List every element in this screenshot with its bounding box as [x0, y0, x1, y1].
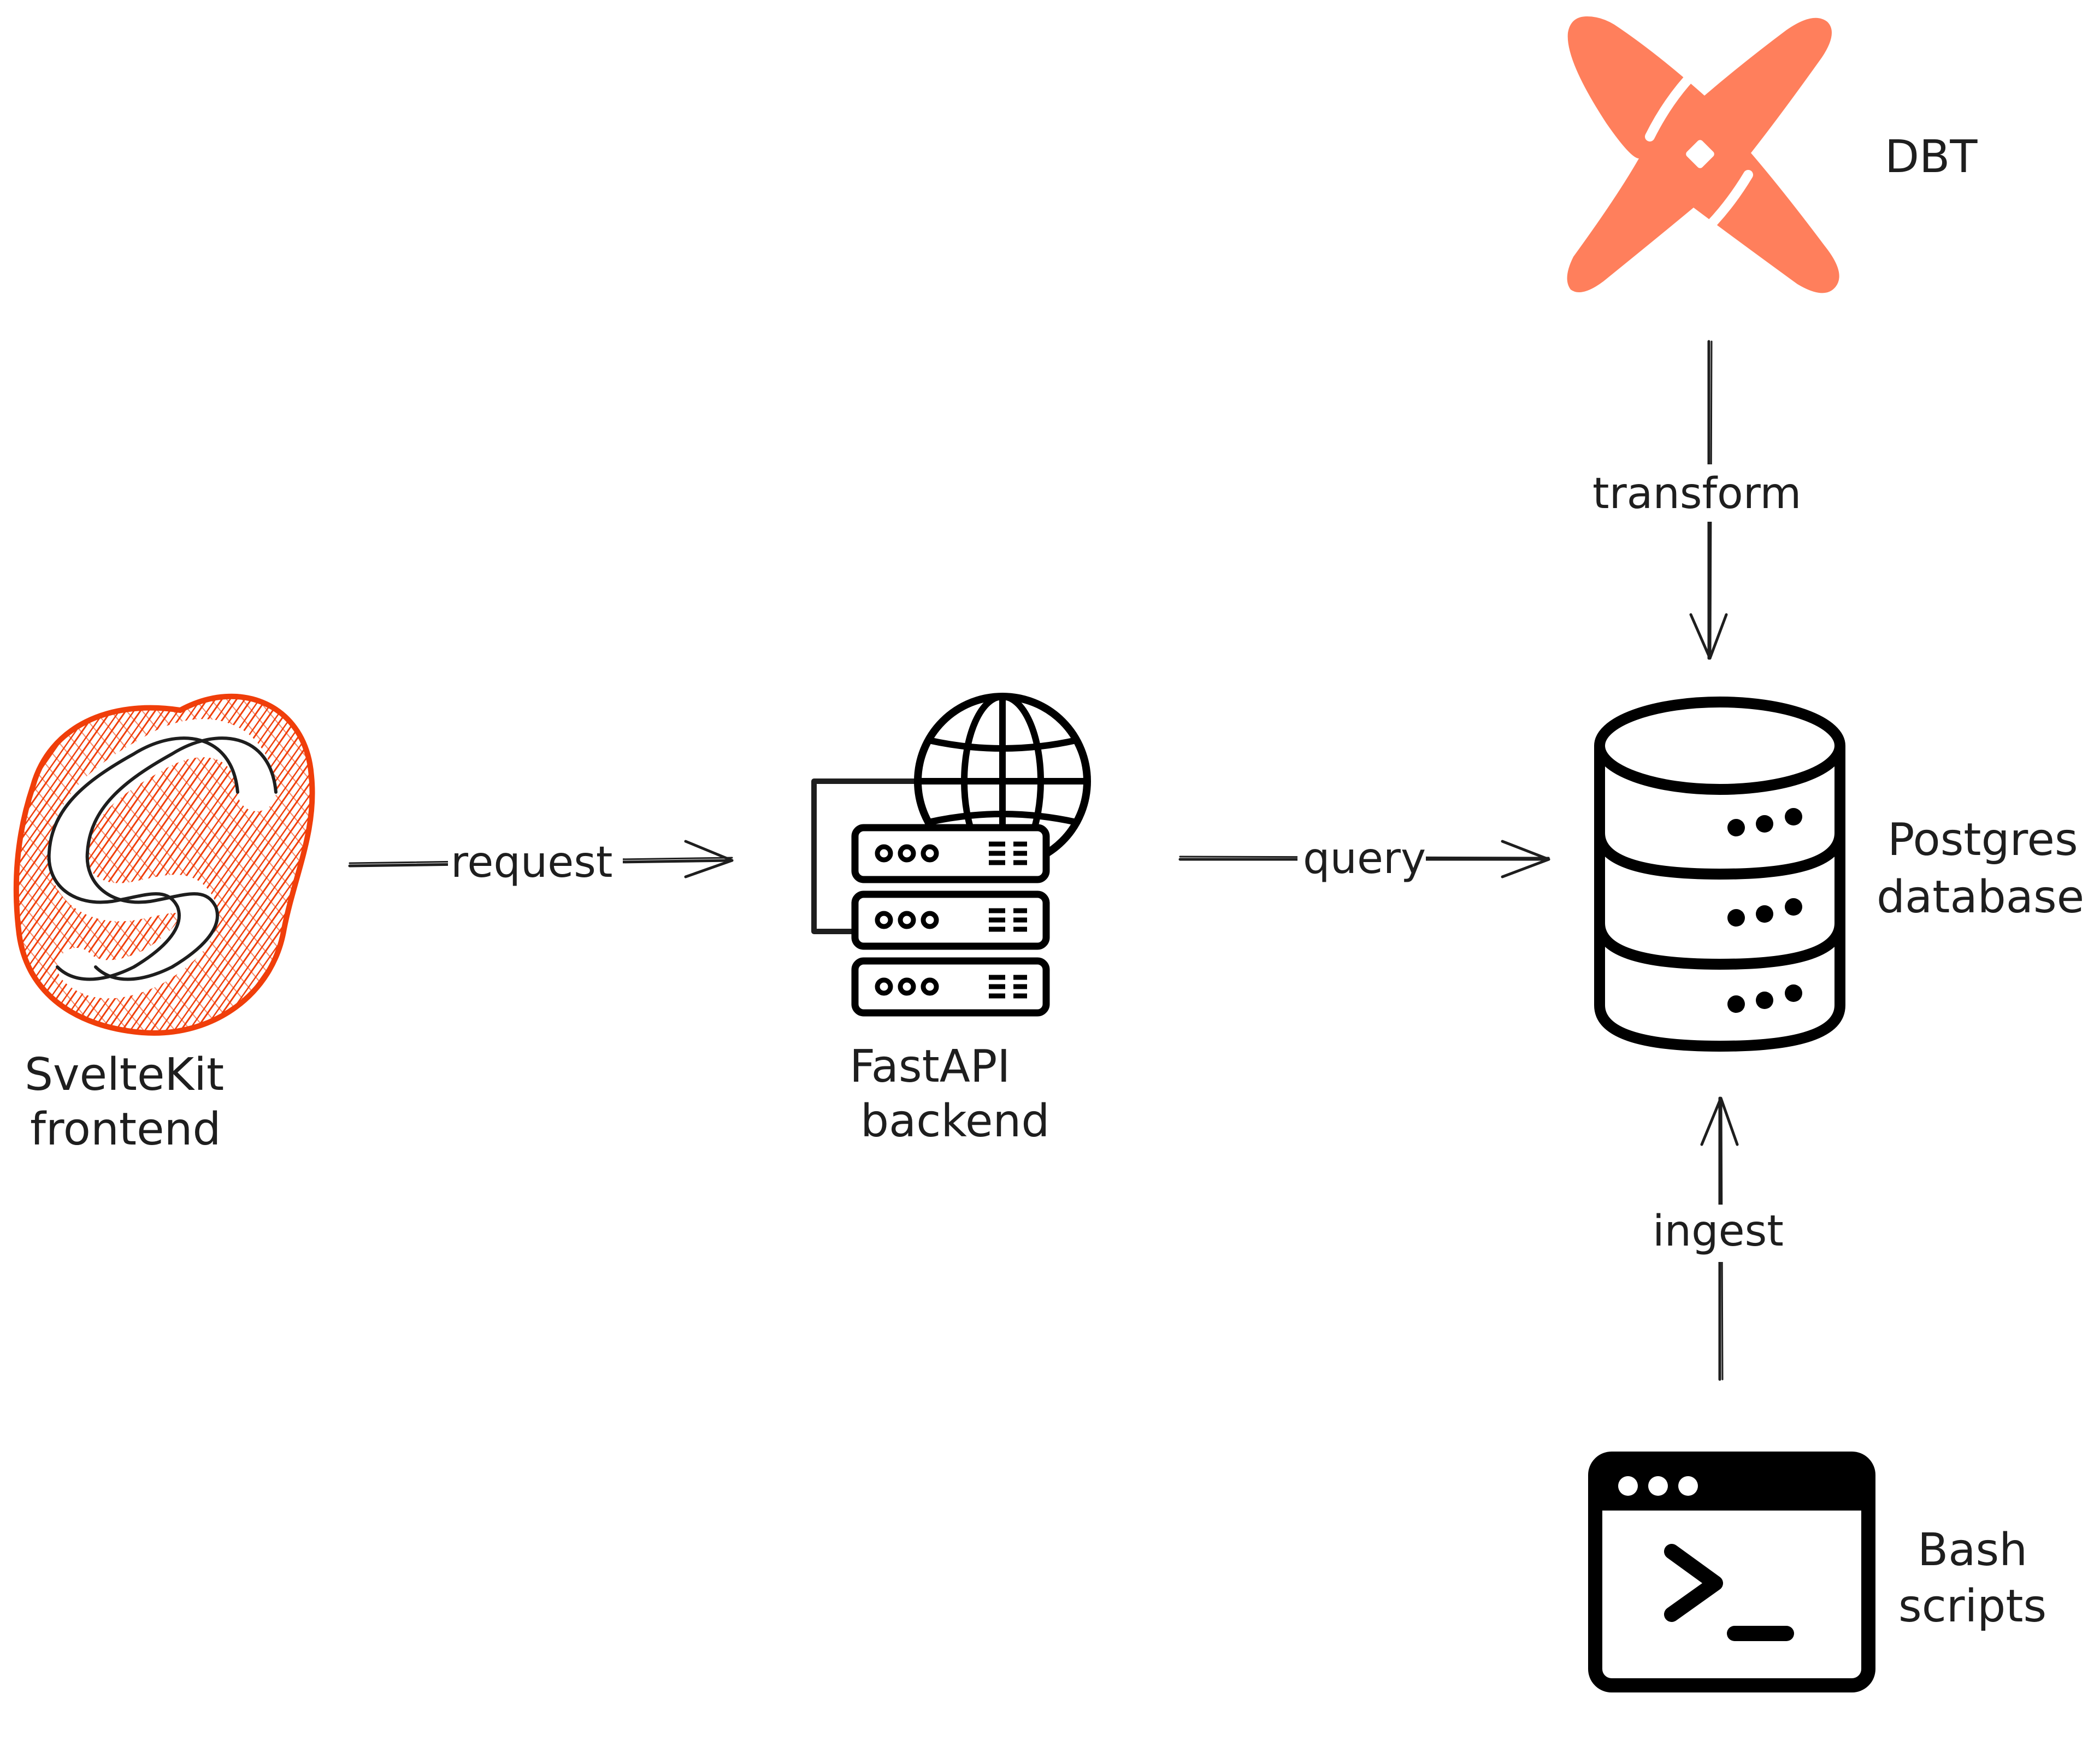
web-server-icon	[811, 693, 1091, 1017]
fastapi-label-line1: FastAPI	[850, 1041, 1011, 1093]
dbt-logo-icon	[1567, 16, 1839, 293]
bash-label-line1: Bash	[1918, 1524, 2027, 1576]
query-edge-label: query	[1303, 834, 1426, 883]
fastapi-label-line2: backend	[860, 1095, 1049, 1147]
postgres-label-line2: database	[1877, 871, 2084, 923]
sveltekit-label-line1: SvelteKit	[25, 1049, 224, 1101]
database-icon	[1594, 697, 1845, 1052]
svelte-logo-icon	[13, 693, 315, 1036]
sveltekit-label-line2: frontend	[30, 1104, 221, 1155]
transform-edge-label: transform	[1592, 469, 1801, 518]
bash-label-line2: scripts	[1898, 1580, 2046, 1632]
postgres-label-line1: Postgres	[1887, 814, 2078, 866]
terminal-window-icon	[1588, 1452, 1875, 1692]
ingest-edge-label: ingest	[1653, 1207, 1784, 1256]
dbt-label: DBT	[1885, 131, 1978, 183]
request-edge-label: request	[451, 838, 613, 887]
